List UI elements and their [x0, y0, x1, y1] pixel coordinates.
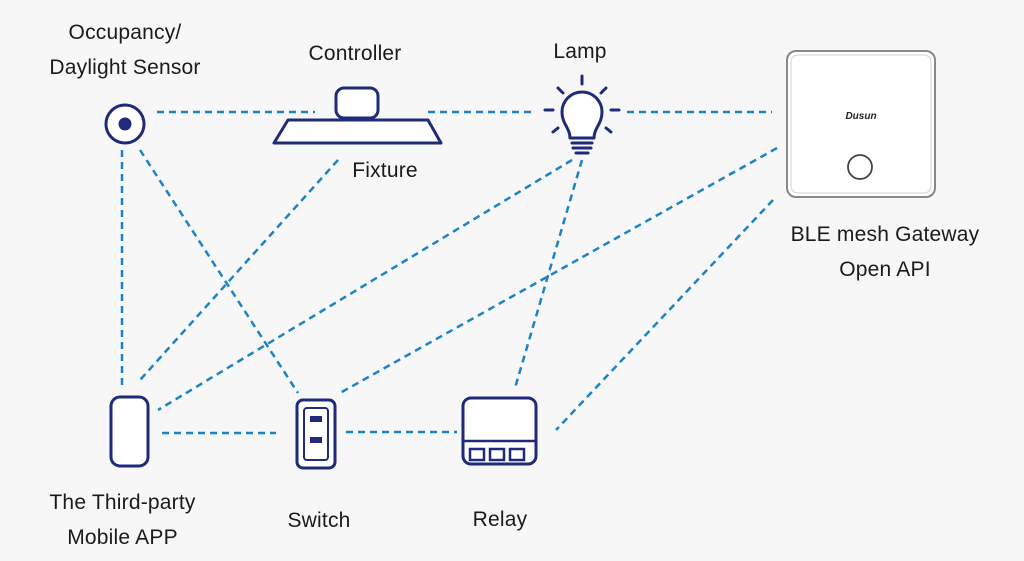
- link-sensor-switch: [138, 149, 300, 394]
- fixture-label: Fixture: [352, 159, 418, 182]
- controller-icon: [334, 86, 380, 120]
- mobile-phone-icon: [109, 395, 150, 468]
- link-lamp-app: [157, 158, 573, 412]
- controller-label: Controller: [308, 42, 402, 65]
- gateway-brand-logo: Dusun: [845, 111, 876, 122]
- app-label-line-1: The Third-party: [49, 491, 196, 514]
- link-fixture-app: [139, 159, 339, 381]
- link-lamp-relay: [513, 159, 584, 389]
- gateway-label: BLE mesh Gateway Open API: [760, 217, 1010, 287]
- gateway-icon: Dusun: [786, 50, 936, 198]
- relay-icon: [461, 396, 538, 466]
- switch-label: Switch: [287, 509, 351, 532]
- fixture-icon: [272, 86, 443, 145]
- relay-label: Relay: [472, 508, 528, 531]
- connections: [120, 110, 778, 435]
- lamp-icon: [543, 74, 621, 155]
- sensor-label-line-2: Daylight Sensor: [49, 56, 201, 79]
- sensor-icon: [104, 103, 146, 145]
- app-label: The Third-party Mobile APP: [20, 485, 225, 555]
- gateway-label-line-1: BLE mesh Gateway: [790, 223, 980, 246]
- gateway-label-line-2: Open API: [839, 258, 931, 281]
- sensor-label: Occupancy/ Daylight Sensor: [20, 15, 230, 85]
- sensor-label-line-1: Occupancy/: [68, 21, 182, 44]
- app-label-line-2: Mobile APP: [67, 526, 178, 549]
- link-gateway-relay: [555, 199, 774, 431]
- lamp-label: Lamp: [553, 40, 607, 63]
- switch-icon: [295, 398, 337, 470]
